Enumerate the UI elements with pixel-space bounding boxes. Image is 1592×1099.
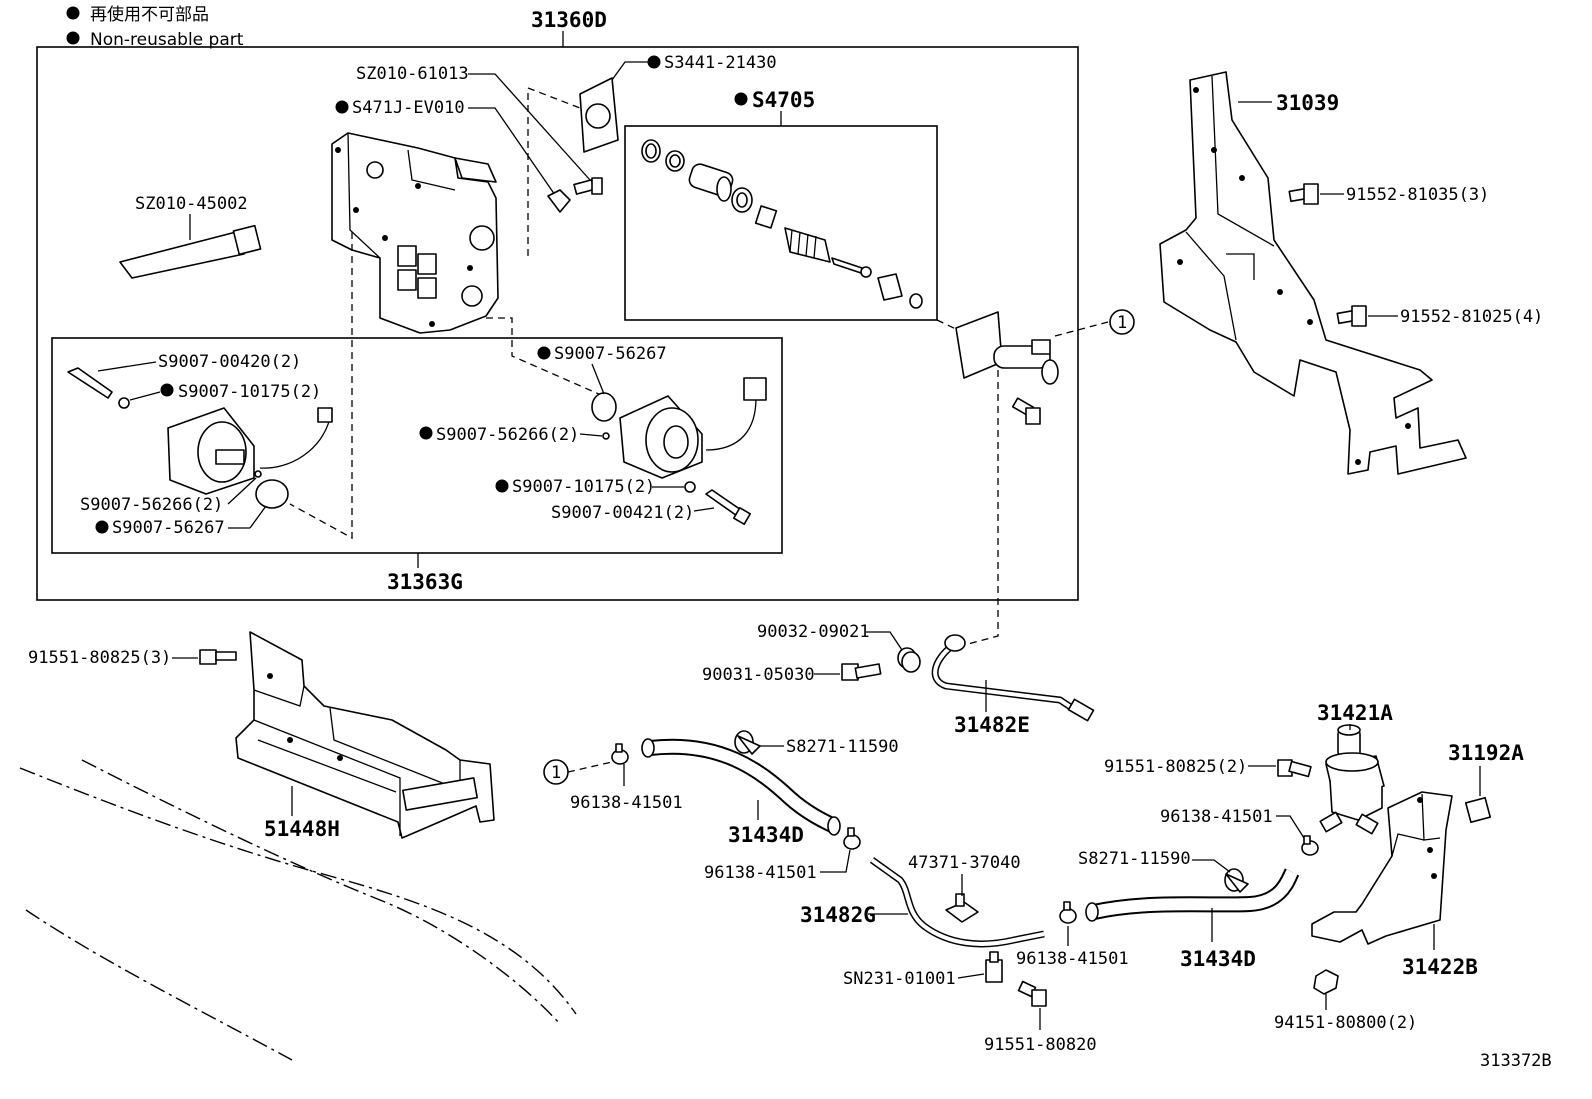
label-90031-05030[interactable]: 90031-05030 <box>702 665 815 685</box>
seal-washer-part[interactable] <box>547 189 571 213</box>
label-31482g[interactable]: 31482G <box>800 903 876 927</box>
label-91552-81035[interactable]: 91552-81035(3) <box>1346 185 1489 205</box>
label-s471j-ev010[interactable]: S471J-EV010 <box>352 98 465 118</box>
label-s9007-00421[interactable]: S9007-00421(2) <box>551 503 694 523</box>
label-sz010-45002[interactable]: SZ010-45002 <box>135 194 248 214</box>
frame-outline <box>19 767 577 1015</box>
clamp-part[interactable] <box>1301 835 1319 856</box>
solenoid-right-part[interactable] <box>619 377 767 479</box>
pipe-31482e-part[interactable] <box>931 634 1095 722</box>
clamp-part[interactable] <box>611 743 629 765</box>
label-s9007-56267-a[interactable]: S9007-56267 <box>112 518 225 538</box>
label-31192a[interactable]: 31192A <box>1448 741 1524 765</box>
o-ring-part[interactable] <box>591 392 617 422</box>
assembly-box-31360d <box>36 46 1079 601</box>
label-s9007-10175-a[interactable]: S9007-10175(2) <box>178 382 321 402</box>
ref-marker-text: 1 <box>1117 313 1127 333</box>
label-31421a[interactable]: 31421A <box>1317 701 1393 725</box>
label-96138-41501-b[interactable]: 96138-41501 <box>704 863 817 883</box>
bracket-31422b-part[interactable] <box>1311 791 1453 945</box>
label-31482e[interactable]: 31482E <box>954 713 1030 737</box>
bolt-part[interactable] <box>841 663 882 681</box>
label-s9007-56266-b[interactable]: S9007-56266(2) <box>436 425 579 445</box>
label-31434d-a[interactable]: 31434D <box>728 823 804 847</box>
o-ring-small-part[interactable] <box>602 432 610 440</box>
label-91551-80825-2[interactable]: 91551-80825(2) <box>1104 757 1247 777</box>
label-96138-41501-c[interactable]: 96138-41501 <box>1016 949 1129 969</box>
label-s9007-10175-b[interactable]: S9007-10175(2) <box>512 477 655 497</box>
clamp-part[interactable] <box>1059 901 1077 924</box>
legend: 再使用不可部品 Non-reusable part <box>66 4 244 50</box>
vacuum-valve-31421a-part[interactable] <box>1319 724 1385 835</box>
valve-body-part[interactable] <box>331 132 499 334</box>
bracket-51448h-part[interactable] <box>235 631 495 839</box>
label-s9007-56266-a[interactable]: S9007-56266(2) <box>80 495 223 515</box>
clip-part[interactable] <box>734 730 761 755</box>
nut-part[interactable] <box>1313 969 1339 995</box>
legend-jp: 再使用不可部品 <box>90 4 209 25</box>
label-51448h[interactable]: 51448H <box>264 817 340 841</box>
o-ring-part[interactable] <box>255 479 289 509</box>
label-47371-37040[interactable]: 47371-37040 <box>908 853 1021 873</box>
label-sn231-01001[interactable]: SN231-01001 <box>843 969 956 989</box>
assembly-box-31363g <box>51 337 783 554</box>
label-91551-80825-3[interactable]: 91551-80825(3) <box>28 648 171 668</box>
reference-marker-1 <box>1109 309 1135 335</box>
label-s9007-00420[interactable]: S9007-00420(2) <box>158 352 301 372</box>
label-s8271-11590-a[interactable]: S8271-11590 <box>786 737 899 757</box>
clip-part[interactable] <box>1224 868 1249 893</box>
label-91552-81025[interactable]: 91552-81025(4) <box>1400 307 1543 327</box>
pipe-fitting-part[interactable] <box>955 311 1059 385</box>
clamp-sn231-part[interactable] <box>985 951 1003 983</box>
washer-part[interactable] <box>684 481 696 493</box>
bracket-31039-part[interactable] <box>1159 71 1467 475</box>
solenoid-left-part[interactable] <box>167 407 333 495</box>
label-94151-80800[interactable]: 94151-80800(2) <box>1274 1013 1417 1033</box>
bolt-part[interactable] <box>1011 397 1041 425</box>
label-31363g[interactable]: 31363G <box>387 570 463 594</box>
label-96138-41501-a[interactable]: 96138-41501 <box>570 793 683 813</box>
label-sz010-61013[interactable]: SZ010-61013 <box>356 64 469 84</box>
bolt-part[interactable] <box>1288 183 1319 205</box>
bolt-part[interactable] <box>573 177 603 195</box>
valve-kit-parts[interactable] <box>641 139 923 309</box>
clip-47371-part[interactable] <box>945 893 979 923</box>
label-sticker-31192a-part[interactable] <box>1464 796 1492 824</box>
non-reusable-dot-icon <box>66 6 80 20</box>
label-31434d-b[interactable]: 31434D <box>1180 947 1256 971</box>
label-31360d[interactable]: 31360D <box>531 8 607 32</box>
label-s4705[interactable]: S4705 <box>752 88 815 112</box>
label-91551-80820[interactable]: 91551-80820 <box>984 1035 1097 1055</box>
ref-marker-text: 1 <box>551 763 561 783</box>
grease-tube-part[interactable] <box>119 224 262 279</box>
o-ring-small-part[interactable] <box>254 470 262 478</box>
hose-31434d-part[interactable] <box>641 738 841 836</box>
gasket-part[interactable] <box>579 77 619 153</box>
label-s9007-56267-b[interactable]: S9007-56267 <box>554 344 667 364</box>
pipe-31482g-part[interactable] <box>869 857 1045 948</box>
label-31422b[interactable]: 31422B <box>1402 955 1478 979</box>
label-s8271-11590-b[interactable]: S8271-11590 <box>1078 849 1191 869</box>
bolt-part[interactable] <box>67 367 113 399</box>
label-s3441-21430[interactable]: S3441-21430 <box>664 53 777 73</box>
label-96138-41501-d[interactable]: 96138-41501 <box>1160 807 1273 827</box>
washer-part[interactable] <box>118 397 130 409</box>
bolt-part[interactable] <box>1017 980 1047 1007</box>
figure-id: 313372B <box>1480 1051 1552 1071</box>
bolt-part[interactable] <box>1277 759 1312 778</box>
bolt-part[interactable] <box>1336 305 1367 327</box>
non-reusable-dot-icon <box>66 31 80 45</box>
label-31039[interactable]: 31039 <box>1276 91 1339 115</box>
clamp-part[interactable] <box>843 827 861 850</box>
bolt-part[interactable] <box>199 649 237 665</box>
legend-en: Non-reusable part <box>90 30 244 50</box>
label-90032-09021[interactable]: 90032-09021 <box>757 622 870 642</box>
hose-31434d-b-part[interactable] <box>1085 868 1300 922</box>
